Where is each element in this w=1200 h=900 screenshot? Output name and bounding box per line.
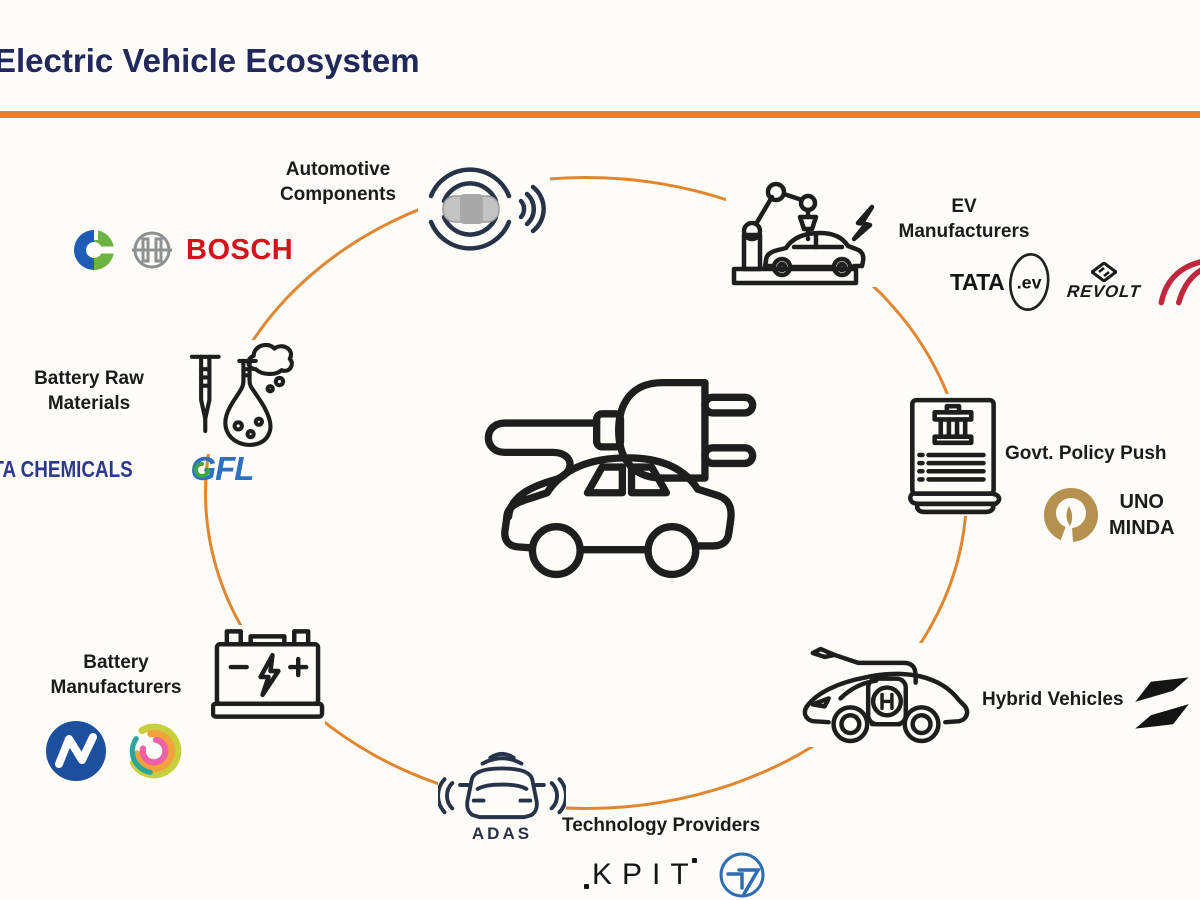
technology-providers-label: Technology Providers [562, 815, 761, 836]
ev-manufacturer-logos: TATA .ev REVOLT [950, 246, 1200, 318]
hydrogen-car-art [802, 646, 970, 744]
kpit-logo-text: KPIT [584, 858, 699, 892]
hydrogen-car-icon [795, 643, 973, 747]
revolt-logo-text: REVOLT [1065, 282, 1142, 301]
suzuki-logo-icon [1135, 677, 1189, 729]
battery-icon [211, 625, 325, 725]
robot-arm-art [731, 181, 875, 286]
automotive-components-label: Automotive Components [268, 157, 408, 207]
gfl-green-swirl-icon [194, 462, 211, 478]
uno-minda-emblem-icon [1044, 488, 1098, 542]
adas-caption: ADAS [471, 824, 533, 843]
automotive-line2: Components [279, 184, 397, 206]
robot-arm-assembly-icon [726, 173, 878, 287]
battery-raw-materials-label: Battery Raw Materials [18, 366, 160, 416]
ev-manufacturers-label: EV Manufacturers [884, 194, 1044, 244]
gfl-letters: GFL [190, 450, 254, 487]
page-title: Electric Vehicle Ecosystem [0, 42, 420, 79]
tata-chemicals-logo-text: TATA CHEMICALS [0, 455, 133, 482]
battery-manufacturer-logos [44, 718, 187, 784]
lnt-logo-icon [719, 852, 765, 898]
battery-raw-line2: Materials [47, 393, 131, 415]
ev-line1: EV [951, 196, 977, 217]
kpit-dot-left [584, 884, 589, 889]
battery-mfg-line2: Manufacturers [50, 677, 182, 699]
ev-car-plug-icon [484, 378, 757, 579]
adas-car-icon: ADAS [438, 746, 566, 846]
blue-lightning-logo-icon [46, 721, 106, 781]
battery-raw-logos: TATA CHEMICALS GFL [0, 450, 254, 488]
revolt-logo: REVOLT [1065, 262, 1142, 302]
battery-art [211, 629, 325, 719]
adas-car-art [438, 751, 566, 820]
gfl-logo-text: GFL [190, 450, 254, 488]
color-swirl-logo-icon [126, 723, 182, 779]
automotive-logos: BOSCH [70, 224, 310, 276]
ev-line2: Manufacturers [898, 221, 1030, 243]
radar-car-art [428, 167, 546, 251]
bosch-symbol-icon [132, 231, 172, 269]
mahindra-logo-icon [1158, 259, 1200, 306]
policy-document-art [908, 397, 1002, 515]
tata-ev-logo-text: TATA [950, 268, 1005, 295]
battery-mfg-line1: Battery [83, 652, 149, 673]
policy-document-icon [903, 394, 1007, 516]
automotive-line1: Automotive [285, 159, 391, 180]
uno-minda-logo: UNO MINDA [1043, 486, 1175, 544]
revolt-diamond-icon [1090, 262, 1117, 282]
uno-line: UNO [1119, 491, 1164, 513]
kpit-letters: KPIT [592, 858, 699, 891]
govt-policy-label: Govt. Policy Push [1005, 443, 1167, 464]
battery-manufacturers-label: Battery Manufacturers [25, 650, 207, 700]
hybrid-vehicles-label: Hybrid Vehicles [982, 689, 1124, 710]
svg-text:.ev: .ev [1017, 272, 1042, 292]
bosch-logo-text: BOSCH [186, 233, 294, 266]
battery-raw-line1: Battery Raw [34, 368, 144, 389]
chemicals-flask-icon [163, 340, 297, 454]
technology-logos: KPIT [584, 850, 767, 900]
chemicals-flask-art [189, 342, 294, 447]
minda-line: MINDA [1109, 517, 1175, 539]
radar-car-icon [418, 160, 550, 258]
tata-ev-oval-icon: .ev [1009, 253, 1050, 311]
cg-power-logo-icon [74, 228, 118, 270]
title-divider [0, 111, 1200, 118]
kpit-dot-right [691, 858, 697, 863]
uno-minda-text: UNO MINDA [1109, 489, 1175, 541]
